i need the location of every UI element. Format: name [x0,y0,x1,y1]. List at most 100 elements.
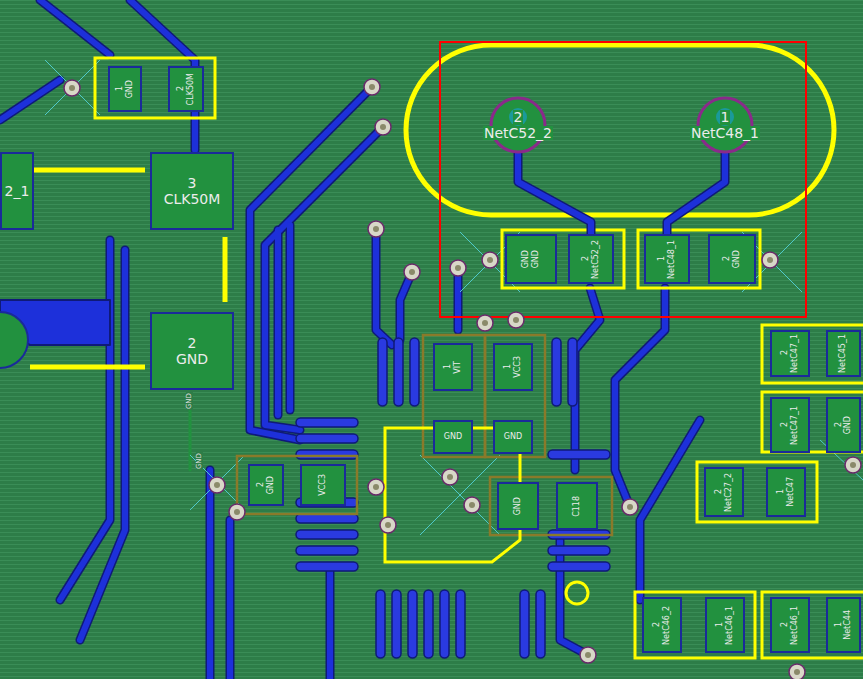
smd-pad: VCC3 [300,464,346,506]
pad-label: GND [532,250,540,268]
smd-pad: 2GND [150,312,234,390]
via [450,260,466,276]
via-hole [373,226,379,232]
via-hole [487,257,493,263]
pad-label: GND [522,250,530,268]
pad-label: 1 [658,256,666,261]
pad-label: 2 [177,86,185,91]
smd-pad: 1NetC44 [826,597,861,653]
smd-pad: 2NetC47_1 [770,330,810,377]
pad-label: 1 [777,489,785,494]
pad-label: 2 [188,336,197,351]
via-hole [214,482,220,488]
pad-label: NetC52_2 [483,126,553,141]
smd-pad: 3CLK50M [150,152,234,230]
via-hole [447,474,453,480]
via-hole [482,320,488,326]
pad-label: VCC3 [319,474,327,496]
ic-pins [296,338,610,658]
via-hole [234,509,240,515]
via [375,119,391,135]
smd-pad: 2GND [708,234,756,284]
smd-pad: GND [493,420,533,454]
via [508,312,524,328]
pad-label: GND [514,497,522,515]
pad-label: 2 [723,256,731,261]
smd-pad: GND [433,420,473,454]
via-hole [385,522,391,528]
pad-label: NetC48_1 [690,126,760,141]
via [380,517,396,533]
smd-pad: GNDGND [505,234,557,284]
via-hole [373,484,379,490]
pad-label: VCC3 [514,356,522,378]
pad-label: NetC46_2 [663,606,671,645]
pad-label: GND [733,250,741,268]
vias [64,79,861,679]
via-hole [369,84,375,90]
via [762,252,778,268]
smd-pad: 1VIT [433,343,473,391]
via-hole [455,265,461,271]
pad-label: NetC48_1 [668,240,676,279]
pad-label: GND [267,476,275,494]
pad-label: 2 [715,489,723,494]
pad-label: 1 [444,364,452,369]
pad-label: GND [444,433,462,441]
pad-label: 1 [835,622,843,627]
smd-pad: 2NetC46_1 [770,597,810,653]
pad-label: NetC47_1 [791,406,799,445]
pad-label: 2 [513,110,524,125]
smd-pad: 2GND [826,397,861,453]
pad-label: 1 [504,364,512,369]
net-label: GND [186,392,193,410]
silkscreen [30,45,863,658]
pad-label: GND [126,80,134,98]
copper-trace [667,152,725,234]
smd-pad: 1NetC47 [766,467,806,517]
via [64,80,80,96]
pad-label: NetC46_1 [726,606,734,645]
net-label: GND [196,452,203,470]
via-hole [69,85,75,91]
traces [0,0,700,679]
smd-pad: 2_1 [0,152,34,230]
pad-label: NetC46_1 [791,606,799,645]
via [404,264,420,280]
pad-label: NetC47 [787,477,795,507]
pad-label: 2_1 [5,184,30,199]
crystal-pad: 1NetC48_1 [683,92,767,158]
pad-label: VIT [454,361,462,374]
via [580,647,596,663]
via [229,504,245,520]
pad-label: 2 [781,622,789,627]
via [209,477,225,493]
via-hole [794,669,800,675]
via-hole [513,317,519,323]
pad-label: 2 [835,422,843,427]
via [464,497,480,513]
smd-pad: 1VCC3 [493,343,533,391]
pad-label: 2 [781,350,789,355]
pad-label: NetC27_2 [725,473,733,512]
pad-label: 1 [716,622,724,627]
smd-pad: GND [497,482,539,530]
via [364,79,380,95]
via-hole [409,269,415,275]
via-hole [469,502,475,508]
pad-label: 2 [781,422,789,427]
pad-label: C118 [573,496,581,517]
smd-pad: NetC45_1 [826,330,861,377]
via-hole [380,124,386,130]
via-hole [585,652,591,658]
smd-pad: 1GND [108,66,142,112]
pad-label: GND [504,433,522,441]
ratsnest [45,60,863,535]
smd-pad: C118 [556,482,598,530]
smd-pad: 2GND [248,464,284,506]
smd-pad: 2NetC52_2 [568,234,614,284]
pad-label: 1 [720,110,731,125]
pad-label: 2 [653,622,661,627]
pad-label: 3 [188,176,197,191]
